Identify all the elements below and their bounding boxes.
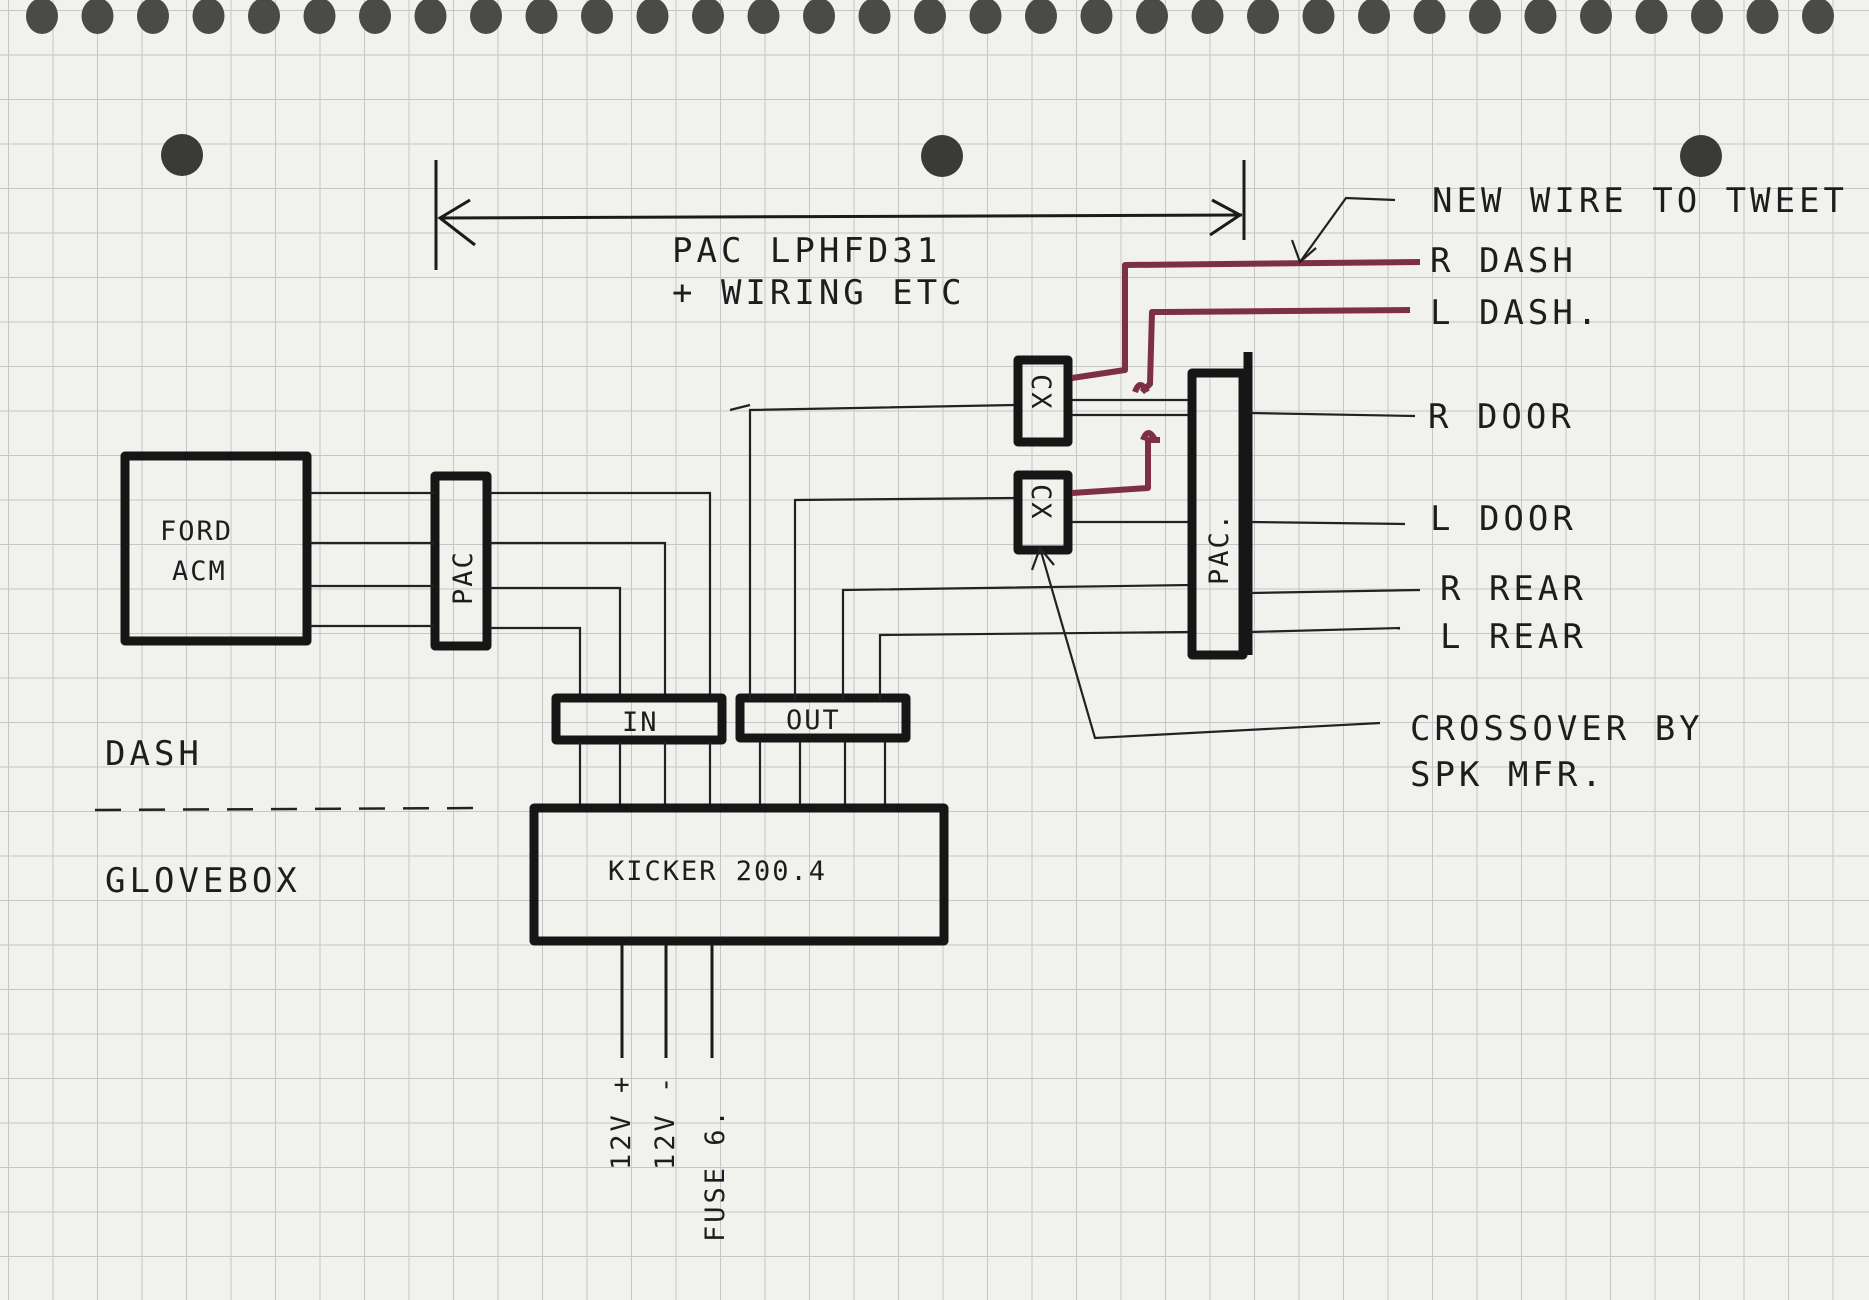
spiral-hole [414,0,447,34]
spiral-hole [1358,0,1390,34]
spiral-hole [303,0,336,34]
cx-to-pac-wires [1072,398,1190,524]
spiral-hole [1802,0,1834,34]
power-wires [620,944,714,1058]
cx-bottom-label: CX [1025,484,1056,521]
spiral-hole [359,0,391,34]
pac-left-label: PAC [448,550,479,605]
l-door-label: L DOOR [1430,499,1577,539]
spiral-hole [1302,0,1335,34]
12v-plus-label: 12V + [606,1074,637,1170]
spiral-hole [1469,0,1501,34]
acm-to-pac-wires [310,491,434,628]
spiral-hole [803,0,835,34]
spiral-hole [1080,0,1113,34]
new-wire-label: NEW WIRE TO TWEET [1432,181,1848,221]
ford-acm-label-1: FORD [160,516,233,547]
punch-hole-right [1680,135,1722,177]
out-box: OUT [735,693,911,743]
pac-right-box-label: PAC. [1204,512,1235,585]
new-wire-leader [1290,196,1396,264]
pac-right-box: R DOOR PAC. [1187,352,1253,660]
r-dash-label: R DASH [1430,241,1577,281]
spiral-hole [1524,0,1557,34]
spiral-hole [1191,0,1224,34]
12v-minus-label: 12V - [650,1074,681,1170]
fuse-label: FUSE 6. [700,1107,731,1242]
pac-left-box: PAC [430,471,492,651]
ford-acm-box: FORD ACM [120,451,312,646]
in-out-to-amp-wires [578,742,887,808]
pac-lphfd31-label: PAC LPHFD31 [672,231,941,271]
crossover-label-1: CROSSOVER BY [1410,709,1704,749]
wiring-etc-label: + WIRING ETC [672,273,966,313]
spiral-hole [1635,0,1668,34]
cx-top-label: CX [1025,374,1056,411]
spiral-hole [1247,0,1279,34]
punch-hole-left [161,134,203,176]
spiral-hole [470,0,502,34]
spiral-hole [914,0,946,34]
spiral-hole [137,0,169,34]
spiral-hole [969,0,1002,34]
new-tweeter-wires [1071,259,1421,496]
dimension-line [434,160,1246,270]
spiral-hole [1691,0,1723,34]
spiral-hole [192,0,225,34]
kicker-amp-box: KICKER 200.4 [529,803,949,946]
spiral-hole [1413,0,1446,34]
spiral-hole [581,0,613,34]
in-box: IN [551,693,727,745]
spiral-hole [525,0,558,34]
r-door-label: R DOOR [1428,397,1575,437]
spiral-hole [81,0,114,34]
spiral-hole [692,0,724,34]
amp-output-wires [729,403,1193,700]
punch-holes [161,134,1722,177]
spiral-binding [26,0,1834,34]
dash-glovebox-divider [94,806,486,812]
ford-acm-label-2: ACM [172,556,227,587]
crossover-leader [1030,545,1381,740]
r-rear-label: R REAR [1440,569,1587,609]
crossover-bottom-box: CX [1013,470,1073,555]
spiral-hole [248,0,280,34]
spiral-hole [747,0,780,34]
punch-hole-center [921,135,963,177]
spiral-hole [1136,0,1168,34]
l-dash-label: L DASH. [1430,293,1601,333]
spiral-hole [26,0,58,34]
crossover-top-box: CX [1013,355,1073,447]
glovebox-label: GLOVEBOX [105,861,301,901]
out-label: OUT [786,705,841,736]
pac-to-in-wires [490,491,712,700]
crossover-label-2: SPK MFR. [1410,755,1606,795]
kicker-label: KICKER 200.4 [608,856,827,887]
in-label: IN [622,707,659,738]
spiral-hole [1580,0,1612,34]
spiral-hole [858,0,891,34]
spiral-hole [1746,0,1779,34]
pac-to-speaker-wires [1249,411,1421,634]
l-rear-label: L REAR [1440,617,1587,657]
dash-label: DASH [105,734,203,774]
spiral-hole [1025,0,1057,34]
spiral-hole [636,0,669,34]
